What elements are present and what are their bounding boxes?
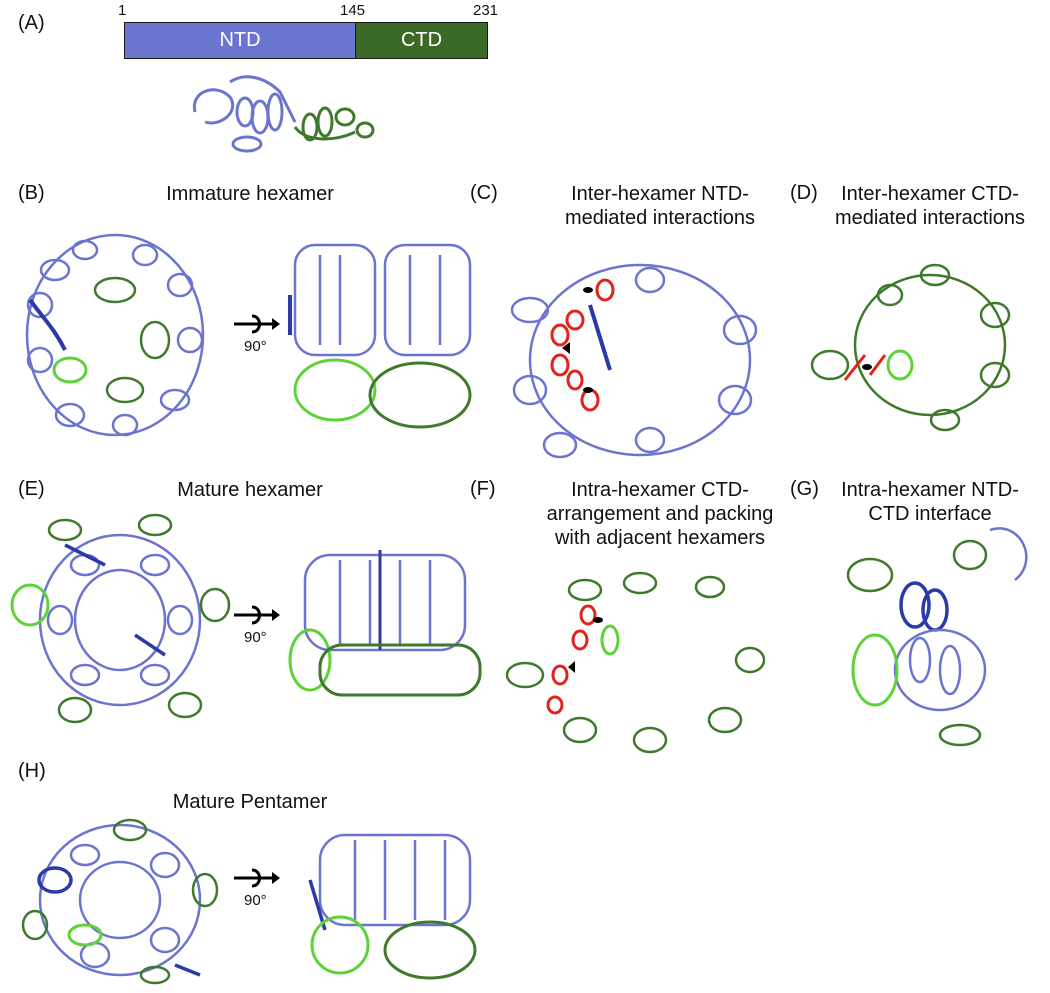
ntd-interface-structure	[510, 263, 758, 459]
rotation-arrow-b	[234, 314, 280, 334]
panel-title-c-line2: mediated interactions	[564, 207, 756, 229]
ctd-arrangement-structure	[505, 571, 766, 754]
panel-label-f: (F)	[470, 478, 496, 500]
panel-title-c: Inter-hexamer NTD- mediated interactions	[520, 182, 800, 230]
panel-title-f-line1: Intra-hexamer CTD-	[571, 479, 749, 501]
rotation-label-e: 90°	[244, 629, 267, 646]
tick-start: 1	[118, 2, 127, 19]
panel-title-h: Mature Pentamer	[172, 791, 328, 813]
panel-title-g-line1: Intra-hexamer NTD-	[841, 479, 1019, 501]
panel-title-f-line2: arrangement and packing	[546, 503, 774, 525]
ntd-ctd-interface-structure	[846, 527, 1028, 747]
ctd-label: CTD	[400, 29, 443, 51]
monomer-structure	[192, 75, 375, 153]
panel-label-c: (C)	[470, 182, 498, 204]
panel-label-a: (A)	[18, 12, 45, 34]
panel-title-e: Mature hexamer	[177, 479, 323, 501]
panel-label-h: (H)	[18, 760, 46, 782]
mature-hexamer-top-view	[10, 513, 231, 724]
rotation-label-h: 90°	[244, 892, 267, 909]
mature-hexamer-side-view	[288, 550, 482, 697]
rotation-arrow-e	[234, 605, 280, 625]
panel-title-d-line1: Inter-hexamer CTD-	[841, 183, 1019, 205]
ctd-domain-bar: CTD	[355, 22, 488, 59]
ntd-label: NTD	[219, 29, 261, 51]
panel-title-f-line3: with adjacent hexamers	[554, 527, 766, 549]
panel-title-d-line2: mediated interactions	[834, 207, 1026, 229]
mature-pentamer-side-view	[308, 833, 477, 980]
panel-label-b: (B)	[18, 182, 45, 204]
immature-hexamer-side-view	[288, 243, 472, 429]
ctd-interface-structure	[810, 263, 1011, 432]
panel-title-f: Intra-hexamer CTD- arrangement and packi…	[520, 478, 800, 550]
tick-end: 231	[473, 2, 499, 19]
tick-boundary: 145	[340, 2, 366, 19]
panel-title-c-line1: Inter-hexamer NTD-	[571, 183, 749, 205]
panel-title-g: Intra-hexamer NTD- CTD interface	[820, 478, 1040, 526]
ntd-domain-bar: NTD	[124, 22, 356, 59]
rotation-label-b: 90°	[244, 338, 267, 355]
panel-title-d: Inter-hexamer CTD- mediated interactions	[810, 182, 1050, 230]
panel-label-d: (D)	[790, 182, 818, 204]
mature-pentamer-top-view	[21, 818, 219, 985]
panel-label-g: (G)	[790, 478, 819, 500]
panel-title-b: Immature hexamer	[166, 183, 334, 205]
rotation-arrow-h	[234, 868, 280, 888]
immature-hexamer-top-view	[25, 233, 205, 437]
panel-label-e: (E)	[18, 478, 45, 500]
panel-title-g-line2: CTD interface	[868, 503, 992, 525]
